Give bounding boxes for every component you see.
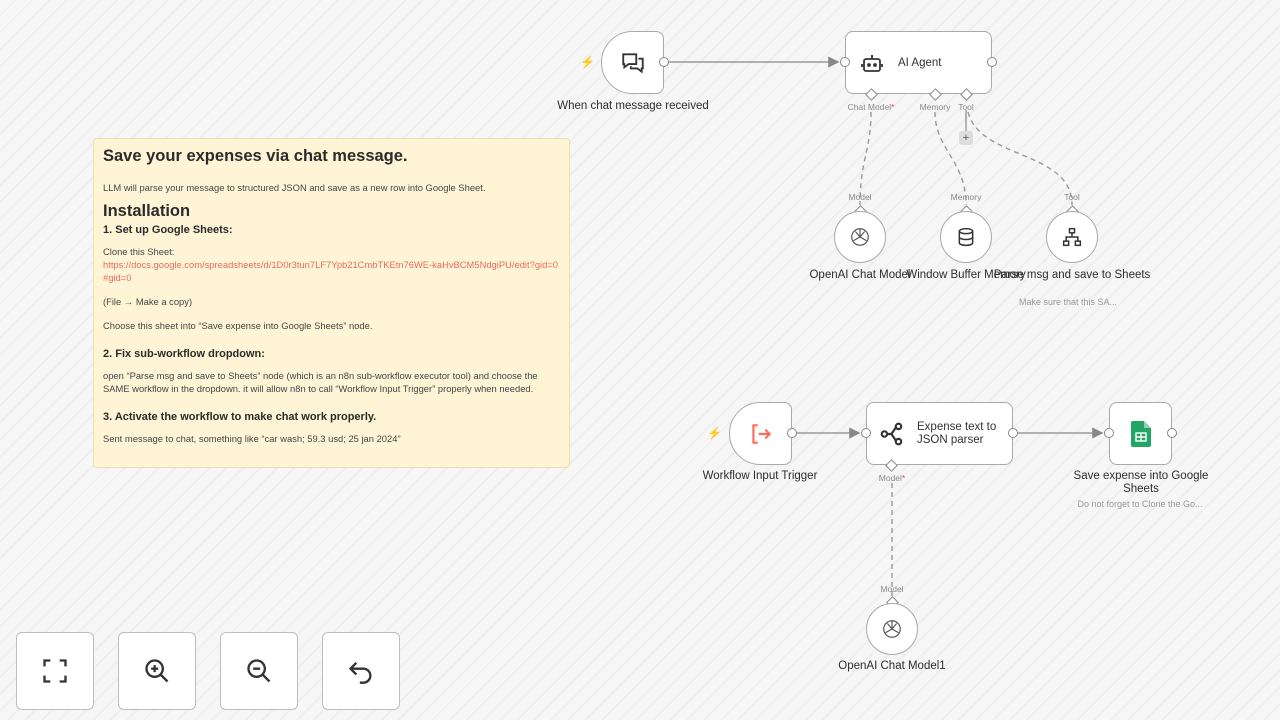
node-label: AI Agent [898,56,942,69]
google-sheets-icon [1130,420,1151,447]
copy-text: (File → Make a copy) [103,296,193,307]
undo-button[interactable] [322,632,400,710]
node-note: Make sure that this SA... [1018,297,1118,307]
port-label: Model* [878,473,906,483]
zoom-out-button[interactable] [220,632,298,710]
output-port[interactable] [987,57,997,67]
port-label: Model [848,192,872,202]
sticky-title: Save your expenses via chat message. [103,147,408,165]
node-label: Window Buffer Memory [906,269,1026,281]
choose-text: Choose this sheet into “Save expense int… [103,320,373,331]
step3-heading: 3. Activate the workflow to make chat wo… [103,411,377,423]
clone-text: Clone this Sheet: [103,246,175,257]
zoom-in-icon [145,659,169,683]
sticky-note[interactable]: Save your expenses via chat message. LLM… [93,138,570,468]
node-parse-msg[interactable] [1046,211,1098,263]
robot-icon [861,54,883,72]
node-openai-chat-model1[interactable] [866,603,918,655]
node-chat-trigger[interactable] [601,31,664,94]
input-port[interactable] [1104,428,1114,438]
openai-icon [883,620,901,638]
node-label: Workflow Input Trigger [702,470,818,482]
output-port[interactable] [787,428,797,438]
sticky-intro: LLM will parse your message to structure… [103,182,486,193]
undo-icon [348,662,372,684]
edge-memory-agent [934,111,967,206]
node-label: OpenAI Chat Model [809,269,911,281]
port-label: Model [880,584,904,594]
node-expense-parser[interactable]: Expense text to JSON parser [866,402,1013,465]
trigger-bolt-icon: ⚡ [580,55,595,69]
fit-view-button[interactable] [16,632,94,710]
openai-icon [851,228,869,246]
node-label: Parse msg and save to Sheets [993,269,1151,281]
zoom-in-button[interactable] [118,632,196,710]
port-label: Chat Model* [847,102,895,112]
sitemap-icon [1062,227,1082,247]
trigger-bolt-icon: ⚡ [707,426,722,440]
link-nodes-icon [880,422,903,445]
output-port[interactable] [1167,428,1177,438]
chat-icon [621,52,644,74]
port-label: Tool [958,102,974,112]
fullscreen-icon [43,659,67,683]
edge-model-agent [859,111,872,206]
input-port[interactable] [861,428,871,438]
node-label: When chat message received [557,100,709,112]
port-label: Memory [919,102,951,112]
sent-text: Sent message to chat, something like “ca… [103,433,401,444]
node-label: OpenAI Chat Model1 [838,660,946,672]
sticky-installation: Installation [103,202,191,220]
port-label: Tool [1064,192,1080,202]
node-google-sheets[interactable] [1109,402,1172,465]
node-workflow-input-trigger[interactable] [729,402,792,465]
zoom-out-icon [247,659,271,683]
step2-heading: 2. Fix sub-workflow dropdown: [103,348,265,360]
output-port[interactable] [1008,428,1018,438]
input-port[interactable] [840,57,850,67]
node-ai-agent[interactable]: AI Agent [845,31,992,94]
database-icon [958,227,974,247]
sheet-link[interactable]: https://docs.google.com/spreadsheets/d/1… [103,259,559,283]
fix-text: open “Parse msg and save to Sheets” node… [103,370,538,394]
edge-tool-agent [967,111,1073,206]
node-window-buffer-memory[interactable] [940,211,992,263]
node-label: Expense text to JSON parser [917,420,997,446]
sign-in-icon [751,423,771,444]
node-label: Save expense into Google Sheets [1073,470,1209,495]
node-note: Do not forget to Clone the Go... [1077,499,1203,509]
node-openai-chat-model[interactable] [834,211,886,263]
output-port[interactable] [659,57,669,67]
add-tool-button[interactable]: + [959,131,973,145]
step1-heading: 1. Set up Google Sheets: [103,224,233,236]
port-label: Memory [950,192,982,202]
